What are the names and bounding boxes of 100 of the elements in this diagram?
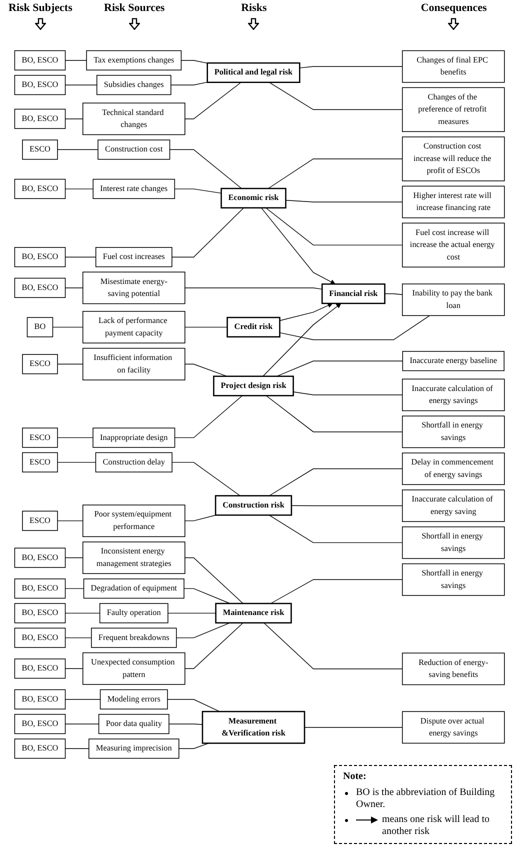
connector bbox=[58, 520, 84, 522]
connector bbox=[270, 579, 404, 604]
connector bbox=[52, 326, 84, 328]
node-box: Subsidies changes bbox=[96, 74, 172, 96]
node-box: BO, ESCO bbox=[14, 738, 66, 759]
node-box: Construction delay bbox=[96, 452, 173, 472]
connector bbox=[58, 462, 97, 463]
connector bbox=[65, 84, 98, 86]
node-box: Poor data quality bbox=[98, 714, 170, 734]
node-box: Construction cost bbox=[98, 140, 171, 160]
node-box: Misestimate energy-saving potential bbox=[82, 272, 186, 304]
note-text: BO is the abbreviation of Building Owner. bbox=[356, 787, 496, 811]
connector bbox=[185, 622, 244, 669]
node-box: Construction risk bbox=[215, 495, 293, 516]
node-box: BO, ESCO bbox=[14, 108, 66, 129]
node-box: BO, ESCO bbox=[14, 628, 66, 648]
node-box: BO, ESCO bbox=[14, 50, 66, 70]
connector bbox=[58, 437, 94, 438]
connector bbox=[58, 149, 99, 150]
node-box: Frequent breakdowns bbox=[91, 628, 178, 648]
node-box: BO, ESCO bbox=[14, 658, 66, 679]
connector bbox=[185, 514, 217, 522]
connector bbox=[65, 748, 90, 749]
connector bbox=[174, 395, 244, 438]
connector bbox=[65, 699, 102, 700]
node-box: ESCO bbox=[22, 354, 58, 374]
node-box: ESCO bbox=[22, 510, 58, 531]
connector bbox=[172, 207, 244, 258]
connector bbox=[269, 514, 404, 544]
node-box: Interest rate changes bbox=[93, 178, 176, 199]
node-box: Poor system/equipment performance bbox=[82, 504, 186, 538]
connector bbox=[286, 200, 404, 202]
connector bbox=[65, 188, 94, 190]
node-box: BO, ESCO bbox=[14, 548, 66, 568]
node-box: Fuel cost increases bbox=[96, 247, 173, 268]
node-box: Financial risk bbox=[322, 283, 386, 304]
node-box: Changes of the preference of retrofit measures bbox=[402, 87, 506, 132]
node-box: Tax exemptions changes bbox=[86, 50, 182, 70]
node-box: Inability to pay the bank loan bbox=[402, 284, 506, 316]
node-box: Inaccurate energy baseline bbox=[402, 350, 505, 372]
connector bbox=[168, 699, 220, 712]
node-box: Higher interest rate will increase financing rate bbox=[402, 186, 506, 218]
node-box: Unexpected consumption pattern bbox=[82, 652, 186, 685]
connector bbox=[264, 622, 404, 670]
node-box: BO, ESCO bbox=[14, 178, 66, 199]
connector bbox=[65, 256, 97, 258]
node-box: Project design risk bbox=[214, 376, 294, 396]
node-box: Inaccurate calculation of energy savings bbox=[402, 378, 506, 412]
node-box: ESCO bbox=[22, 452, 58, 472]
node-box: Delay in commencement of energy savings bbox=[402, 452, 506, 485]
connector bbox=[269, 468, 404, 496]
connector bbox=[292, 505, 404, 506]
node-box: Fuel cost increase will increase the actual energy cost bbox=[402, 222, 506, 268]
node-box: Shortfall in energy savings bbox=[402, 563, 506, 596]
connector bbox=[65, 668, 84, 669]
node-box: Reduction of energy-saving benefits bbox=[402, 652, 506, 686]
node-box: BO, ESCO bbox=[14, 247, 66, 268]
connector bbox=[300, 66, 404, 68]
node-box: Political and legal risk bbox=[207, 62, 301, 83]
connector bbox=[384, 293, 404, 295]
connector bbox=[269, 82, 404, 110]
node-box: Faulty operation bbox=[100, 603, 169, 624]
connector bbox=[172, 462, 241, 496]
connector bbox=[65, 60, 88, 61]
node-box: Shortfall in energy savings bbox=[402, 416, 506, 448]
node-box: Construction cost increase will reduce the profit of ESCOs bbox=[402, 136, 506, 182]
node-box: Inconsistent energy management strategies bbox=[82, 542, 186, 574]
node-box: Modeling errors bbox=[100, 689, 168, 710]
arrow bbox=[263, 303, 342, 377]
legend-text: means one risk will lead to another risk bbox=[382, 814, 490, 838]
column-header: Risk Sources bbox=[104, 2, 165, 15]
node-box: Degradation of equipment bbox=[84, 578, 185, 599]
connector bbox=[65, 588, 85, 589]
node-box: ESCO bbox=[22, 140, 58, 160]
arrow bbox=[280, 303, 334, 321]
node-box: Technical standard changes bbox=[82, 102, 186, 136]
node-box: BO, ESCO bbox=[14, 714, 66, 734]
connector bbox=[171, 82, 208, 86]
connector bbox=[185, 557, 244, 604]
node-box: BO, ESCO bbox=[14, 603, 66, 624]
connector bbox=[65, 612, 101, 614]
node-box: Measurement &Verification risk bbox=[202, 710, 306, 744]
node-box: Credit risk bbox=[227, 316, 281, 338]
connector bbox=[185, 82, 242, 120]
connector bbox=[266, 395, 404, 432]
column-header: Risks bbox=[241, 2, 267, 15]
connector bbox=[276, 360, 404, 377]
connector bbox=[65, 637, 92, 638]
node-box: BO, ESCO bbox=[14, 689, 66, 710]
connector bbox=[181, 60, 208, 64]
connector bbox=[185, 326, 228, 328]
node-box: ESCO bbox=[22, 428, 58, 448]
connector bbox=[169, 724, 204, 725]
column-header: Consequences bbox=[420, 2, 487, 15]
node-box: Measuring imprecision bbox=[88, 738, 180, 759]
column-header: Risk Subjects bbox=[8, 2, 72, 15]
connector bbox=[184, 588, 231, 604]
connector bbox=[185, 288, 323, 290]
node-box: BO bbox=[27, 317, 54, 338]
node-box: BO, ESCO bbox=[14, 578, 66, 599]
